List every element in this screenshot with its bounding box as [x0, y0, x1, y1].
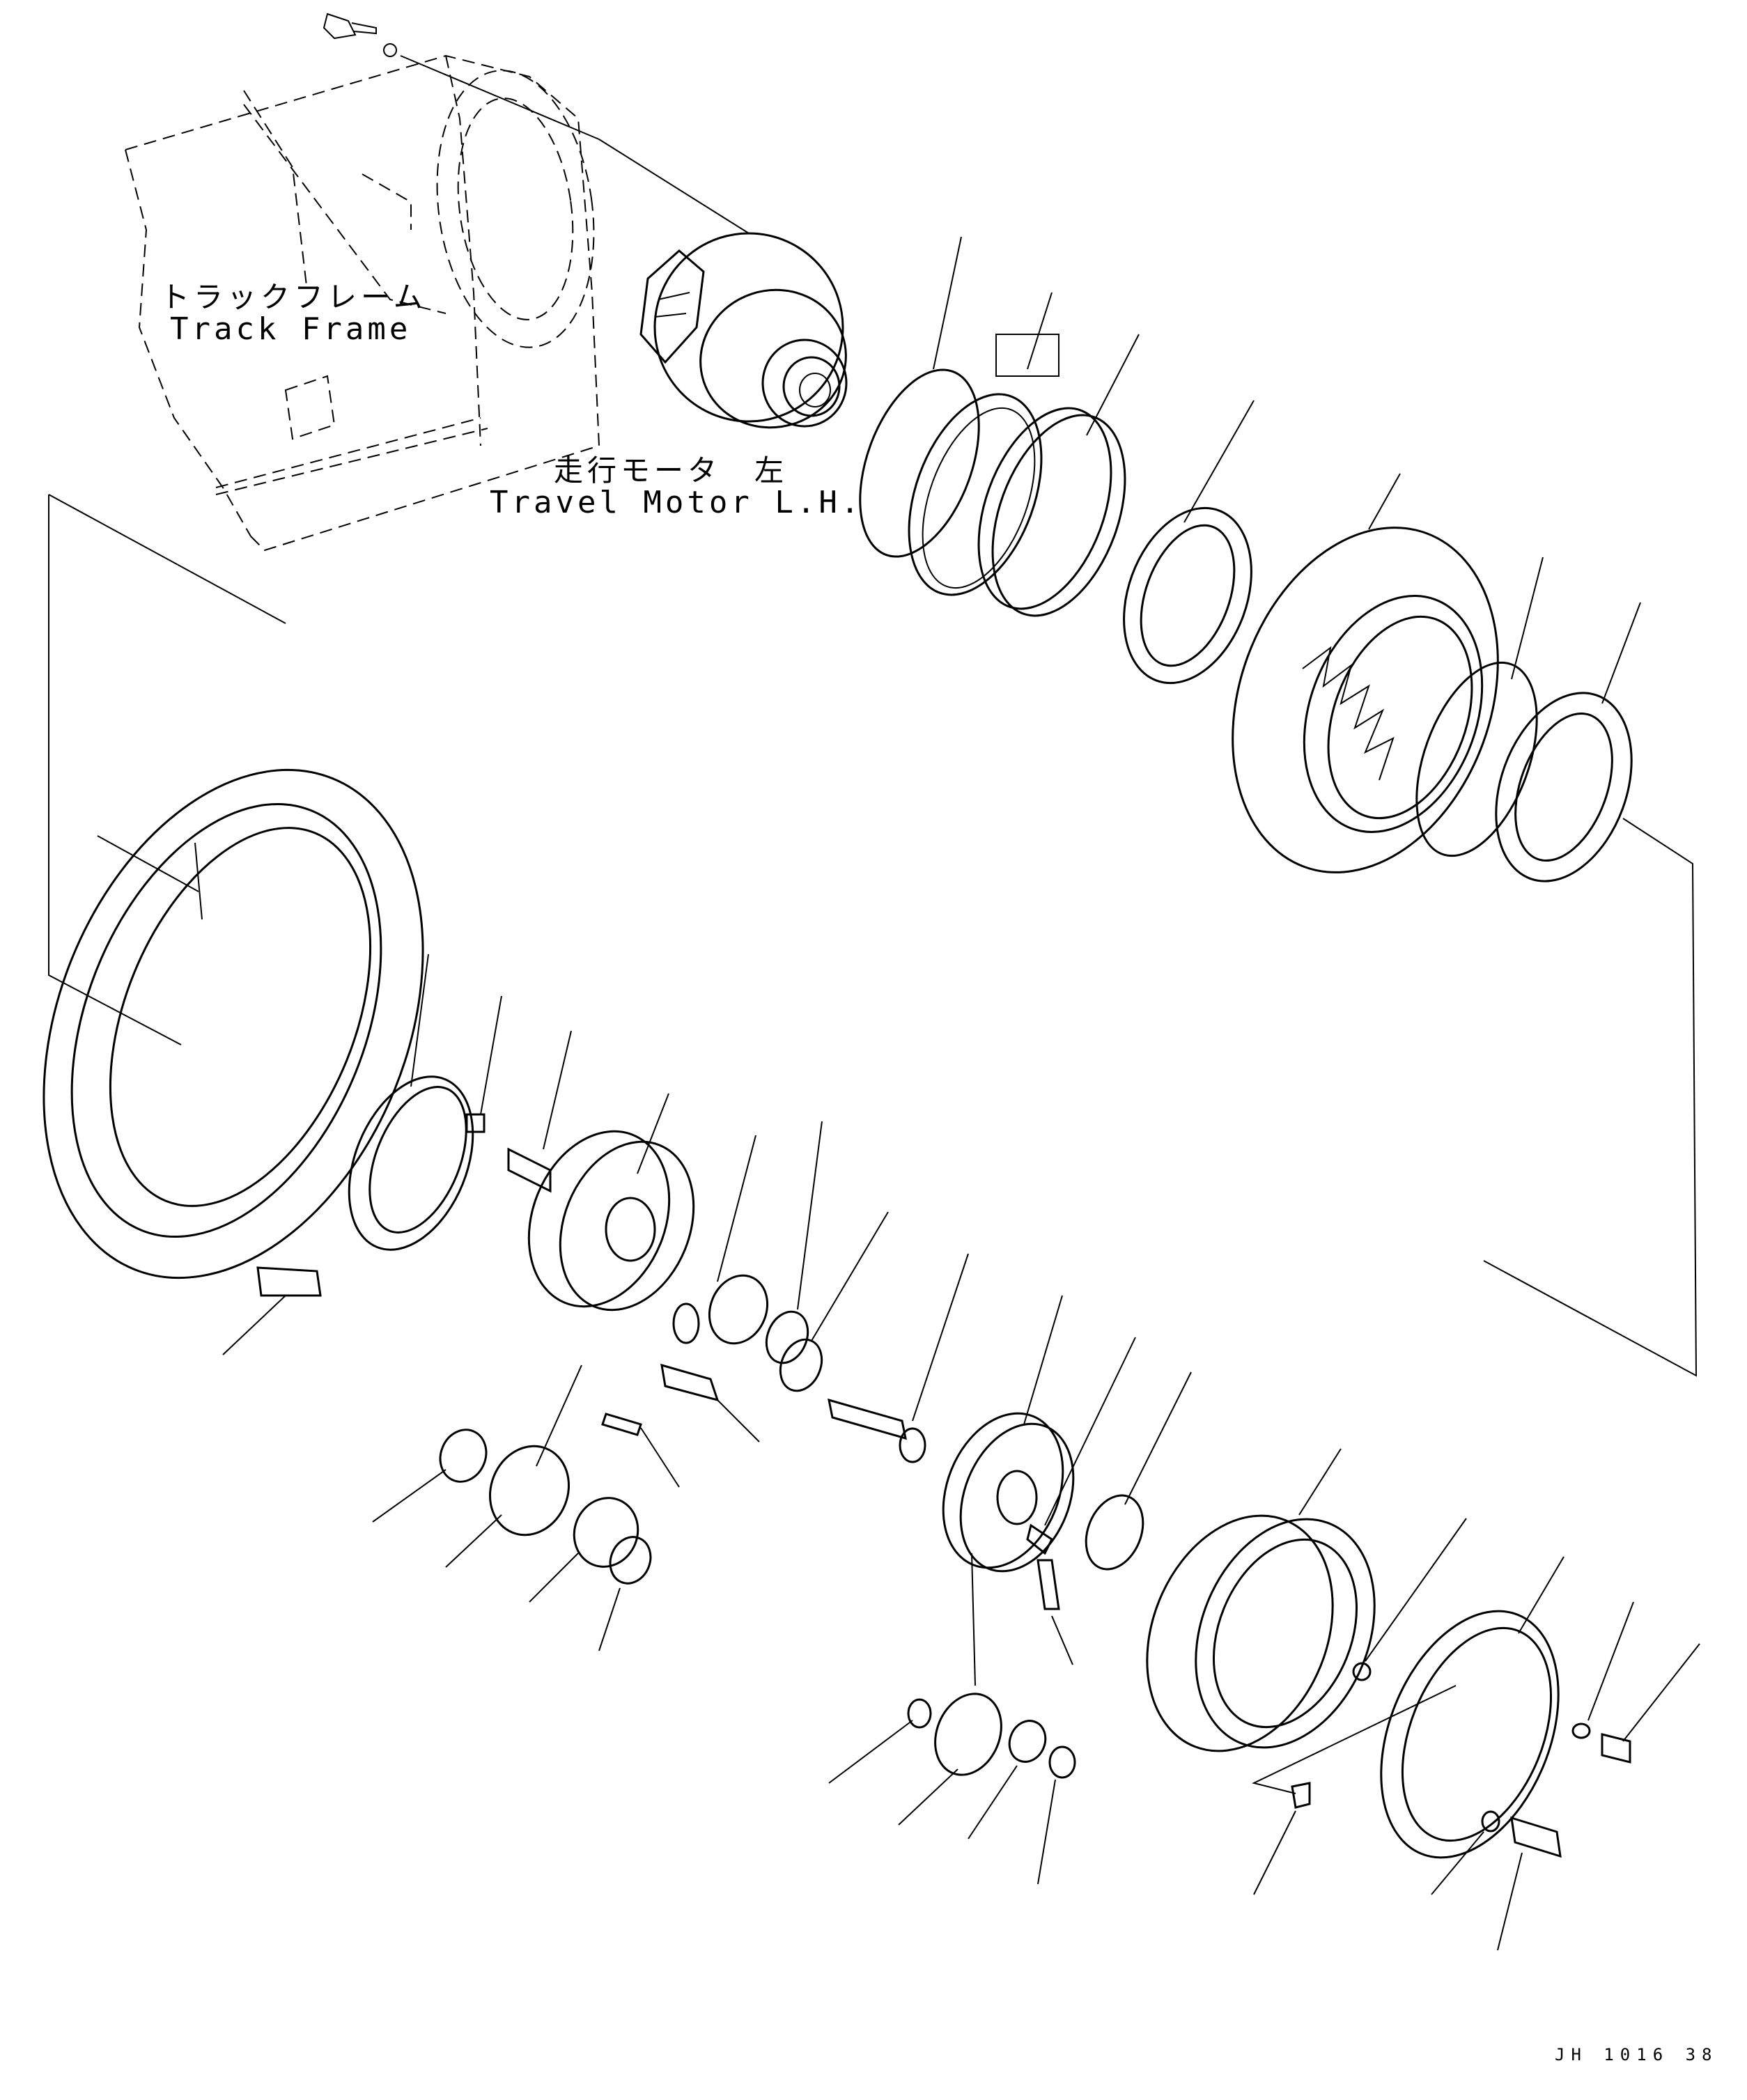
travel-motor	[598, 139, 848, 429]
lower-bearing-parts	[828, 1693, 1076, 1885]
ring-gear	[1146, 1448, 1376, 1752]
lower-left-parts	[372, 1364, 652, 1651]
hub-seal-and-bearing	[1415, 661, 1633, 882]
travel-motor-label-jp: 走行モータ 左	[554, 453, 789, 488]
middle-row-parts	[348, 954, 969, 1488]
cover-and-bolts	[1252, 1518, 1700, 1951]
upper-seal-rings	[859, 368, 1252, 685]
leader-lines-upper	[933, 236, 1641, 704]
drawing-code: JH 1016 38	[1555, 2045, 1718, 2064]
track-frame-outline	[125, 13, 600, 552]
travel-motor-label-en: Travel Motor L.H.	[490, 485, 863, 520]
track-frame-label-en: Track Frame	[170, 311, 412, 347]
carrier-group	[942, 1295, 1192, 1686]
assembly-guide-lines	[48, 494, 1698, 1377]
sprocket	[42, 768, 424, 1355]
hub-housing	[1232, 527, 1499, 873]
track-frame-label-jp: トラックフレーム	[160, 280, 427, 314]
